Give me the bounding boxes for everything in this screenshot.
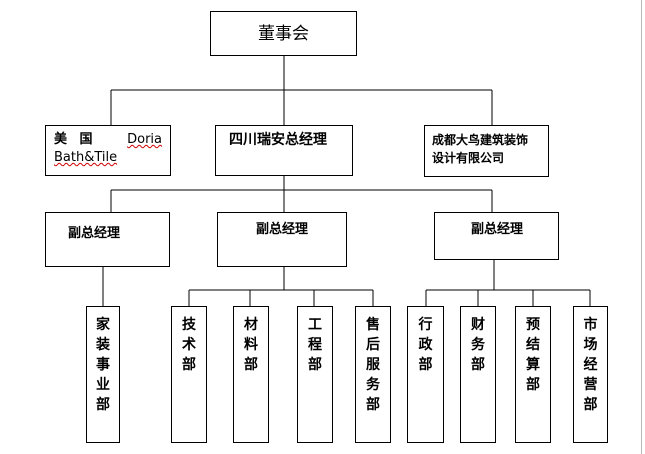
dept-char: 财 xyxy=(471,317,485,333)
dept-char: 政 xyxy=(418,337,433,353)
dept-home-decoration: 家 装 事 业 部 xyxy=(86,306,120,443)
dept-engineering: 工 程 部 xyxy=(297,306,333,443)
dept-char: 行 xyxy=(418,317,433,333)
dept-char: 料 xyxy=(244,337,258,353)
dept-finance: 财 务 部 xyxy=(460,306,496,443)
dept-char: 装 xyxy=(96,337,110,353)
dept-char: 经 xyxy=(583,357,598,373)
dept-char: 算 xyxy=(526,357,540,373)
dept-char: 服 xyxy=(366,357,380,373)
dept-char: 部 xyxy=(526,377,540,393)
dept-char: 技 xyxy=(182,317,196,333)
dept-char: 材 xyxy=(244,317,258,333)
dept-char: 场 xyxy=(583,337,598,353)
dept-char: 部 xyxy=(471,357,485,373)
dept-administration: 行 政 部 xyxy=(407,306,444,443)
deputy-gm-label-1: 副总经理 xyxy=(68,226,121,241)
dept-char: 家 xyxy=(96,317,110,333)
deputy-gm-box-1: 副总经理 xyxy=(45,212,170,267)
dept-char: 部 xyxy=(418,357,433,373)
page-edge-divider xyxy=(641,0,642,454)
dept-char: 部 xyxy=(366,397,380,413)
dept-char: 售 xyxy=(366,317,380,333)
dept-char: 营 xyxy=(583,377,598,393)
dept-budget-settlement: 预 结 算 部 xyxy=(515,306,551,443)
design-company-box: 成都大鸟建筑装饰 设计有限公司 xyxy=(424,125,549,177)
deputy-gm-label-2: 副总经理 xyxy=(256,222,309,237)
general-manager-box: 四川瑞安总经理 xyxy=(215,125,353,176)
dept-marketing: 市 场 经 营 部 xyxy=(573,306,608,443)
dept-char: 业 xyxy=(96,377,110,393)
dept-char: 工 xyxy=(308,317,322,333)
design-company-line1: 成都大鸟建筑装饰 xyxy=(432,133,529,147)
board-box: 董事会 xyxy=(210,11,357,56)
dept-materials: 材 料 部 xyxy=(233,306,269,443)
dept-after-sales: 售 后 服 务 部 xyxy=(355,306,391,443)
dept-char: 后 xyxy=(366,337,380,353)
dept-char: 程 xyxy=(308,337,322,353)
dept-char: 务 xyxy=(471,337,485,353)
us-company-box: 美 国 Doria Bath&Tile xyxy=(45,125,171,176)
dept-char: 部 xyxy=(308,357,322,373)
us-company-line1-right: Doria xyxy=(127,132,162,147)
us-company-line2: Bath&Tile xyxy=(54,150,118,165)
design-company-line2: 设计有限公司 xyxy=(432,151,505,165)
dept-char: 事 xyxy=(96,357,110,373)
deputy-gm-box-3: 副总经理 xyxy=(434,212,559,260)
board-label: 董事会 xyxy=(258,23,309,44)
dept-char: 部 xyxy=(583,397,598,413)
dept-char: 部 xyxy=(182,357,196,373)
dept-char: 务 xyxy=(366,377,380,393)
us-company-line1-left: 美 国 xyxy=(54,132,97,147)
dept-technology: 技 术 部 xyxy=(171,306,207,443)
dept-char: 市 xyxy=(583,317,598,333)
dept-char: 部 xyxy=(244,357,258,373)
deputy-gm-label-3: 副总经理 xyxy=(471,222,524,237)
dept-char: 结 xyxy=(526,337,540,353)
general-manager-label: 四川瑞安总经理 xyxy=(229,132,327,148)
dept-char: 部 xyxy=(96,397,110,413)
deputy-gm-box-2: 副总经理 xyxy=(217,212,347,267)
dept-char: 术 xyxy=(182,337,196,353)
dept-char: 预 xyxy=(526,317,540,333)
